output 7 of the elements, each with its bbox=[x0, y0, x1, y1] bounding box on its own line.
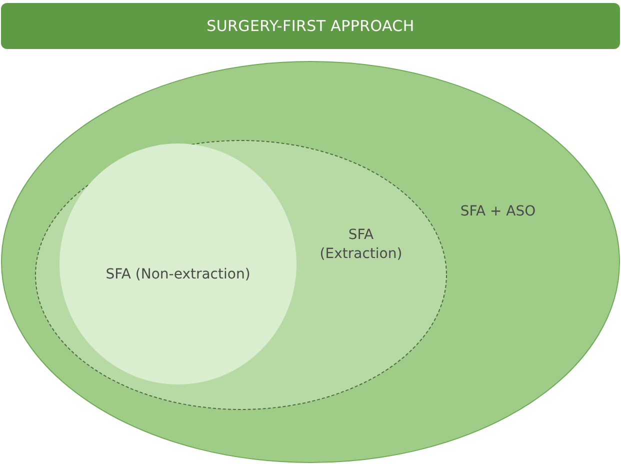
outer-ellipse bbox=[1, 61, 620, 463]
dashed-ellipse bbox=[35, 140, 447, 410]
region-label: SFA + ASO bbox=[460, 202, 536, 222]
region-label: SFA (Non-extraction) bbox=[104, 266, 252, 284]
inner-circle bbox=[59, 143, 297, 385]
region-label: SFA (Extraction) bbox=[318, 226, 404, 264]
title-band: SURGERY-FIRST APPROACH bbox=[1, 3, 620, 49]
